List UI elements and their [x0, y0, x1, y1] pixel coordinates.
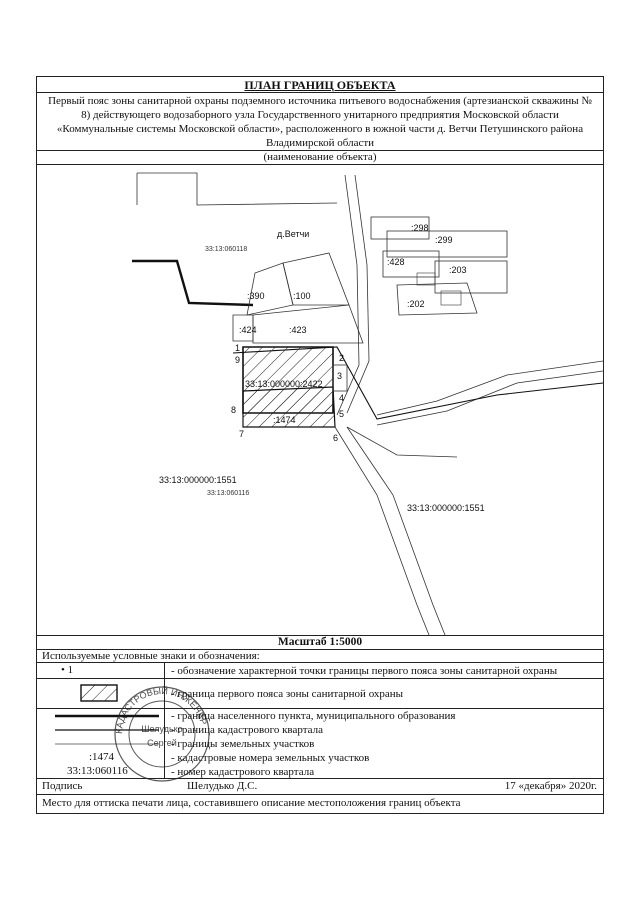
- legend-text-point: - обозначение характерной точки границы …: [171, 664, 558, 677]
- parcel-100-label: :100: [293, 291, 311, 301]
- parcel-203-shape: [434, 260, 508, 294]
- legend-symbol-numbers: :1474: [37, 751, 165, 765]
- parcel-298-label: :298: [411, 223, 429, 233]
- road-upper-right-b: [376, 370, 604, 426]
- quarter-boundary-top: [137, 172, 338, 206]
- point-7: 7: [239, 429, 244, 439]
- scale-label: Масштаб 1:5000: [37, 635, 603, 650]
- parcel-424-label: :424: [239, 325, 257, 335]
- point-1: 1: [235, 343, 240, 353]
- road-lower-right: [346, 426, 458, 458]
- house-1: [416, 272, 436, 286]
- object-caption: (наименование объекта): [37, 151, 603, 165]
- legend-symbol-quarter: [37, 723, 165, 737]
- signature-row: Подпись Шелудько Д.С. 17 «декабря» 2020г…: [37, 779, 603, 795]
- thick-line-icon: [55, 714, 159, 718]
- parcel-428-label: :428: [387, 257, 405, 267]
- signature-name: Шелудько Д.С.: [187, 780, 258, 792]
- legend-symbol-zone: [37, 679, 165, 708]
- legend-quarter-number-sample: 33:13:060116: [67, 765, 128, 777]
- parcel-299-label: :299: [435, 235, 453, 245]
- quarter-label-top: 33:13:060118: [205, 246, 247, 253]
- road-edge-right: [346, 174, 370, 414]
- parcel-1551-right-label: 33:13:000000:1551: [407, 503, 485, 513]
- point-6: 6: [333, 433, 338, 443]
- parcel-1551-left-label: 33:13:000000:1551: [159, 475, 237, 485]
- legend-row-quarter-number: 33:13:060116 - номер кадастрового кварта…: [37, 765, 603, 779]
- legend-symbol-point: • 1: [37, 663, 165, 678]
- legend-point-marker: • 1: [61, 664, 74, 676]
- legend-text-quarter-number: - номер кадастрового квартала: [171, 765, 315, 778]
- legend-symbol-settlement: [37, 709, 165, 723]
- plan-sheet: ПЛАН ГРАНИЦ ОБЪЕКТА Первый пояс зоны сан…: [36, 76, 604, 814]
- legend-symbol-parcels: [37, 737, 165, 751]
- stamp-sub: Сергей: [147, 738, 177, 748]
- legend-text-parcels: - границы земельных участков: [171, 738, 315, 750]
- parcel-202-label: :202: [407, 299, 425, 309]
- parcel-1474-label: :1474: [273, 415, 296, 425]
- parcel-423-label: :423: [289, 325, 307, 335]
- legend-row-settlement: - граница населенного пункта, муниципаль…: [37, 709, 603, 723]
- legend-text-zone: - граница первого пояса зоны санитарной …: [171, 687, 404, 700]
- signature-date: 17 «декабря» 2020г.: [504, 780, 597, 792]
- road-lower-b: [346, 426, 446, 636]
- parcel-203-label: :203: [449, 265, 467, 275]
- parcel-428-shape: [382, 250, 440, 278]
- road-lower-a: [334, 426, 430, 636]
- hatch-swatch-icon: [80, 684, 118, 702]
- settlement-boundary: [132, 259, 254, 307]
- signature-label: Подпись: [42, 780, 83, 792]
- house-2: [440, 290, 462, 306]
- road-edge-left: [336, 174, 360, 416]
- parcel-point3-box: [332, 364, 348, 392]
- parcel-390-label: :390: [247, 291, 265, 301]
- legend-symbol-quarter-number: 33:13:060116: [37, 765, 165, 778]
- road-upper-right-a: [376, 360, 604, 416]
- object-description: Первый пояс зоны санитарной охраны подзе…: [37, 93, 603, 151]
- point-3: 3: [337, 371, 342, 381]
- legend-text-quarter: - граница кадастрового квартала: [171, 724, 323, 736]
- page-title: ПЛАН ГРАНИЦ ОБЪЕКТА: [37, 77, 603, 93]
- legend-parcel-number-sample: :1474: [89, 751, 115, 763]
- hair-line-icon: [55, 743, 159, 745]
- point-5: 5: [339, 409, 344, 419]
- point-9: 9: [235, 355, 240, 365]
- seal-stamp-icon: КАДАСТРОВЫЙ ИНЖЕНЕР Шелудько Сергей: [114, 685, 210, 782]
- map-canvas: д.Ветчи 33:13:060118 33:13:060116 :298 :…: [132, 172, 604, 636]
- point-2: 2: [339, 353, 344, 363]
- point-4: 4: [339, 393, 344, 403]
- parcel-423-shape: [252, 304, 364, 344]
- thin-line-icon: [55, 729, 159, 731]
- point-8: 8: [231, 405, 236, 415]
- legend-text-settlement: - граница населенного пункта, муниципаль…: [171, 710, 456, 722]
- boundary-map: д.Ветчи 33:13:060118 33:13:060116 :298 :…: [37, 165, 604, 636]
- legend-text-numbers: - кадастровые номера земельных участков: [171, 752, 370, 764]
- parcel-299-shape: [386, 230, 508, 258]
- quarter-label-mid: 33:13:060116: [207, 490, 249, 497]
- parcel-202-shape: [396, 282, 478, 316]
- village-label: д.Ветчи: [277, 229, 309, 239]
- legend-row-point: • 1 - обозначение характерной точки гран…: [37, 663, 603, 679]
- legend-caption: Используемые условные знаки и обозначени…: [37, 650, 603, 663]
- parcel-390-shape: [246, 262, 294, 316]
- parcel-298-shape: [370, 216, 430, 240]
- stamp-name: Шелудько: [141, 724, 182, 734]
- legend-row-zone: - граница первого пояса зоны санитарной …: [37, 679, 603, 709]
- stamp-place: Место для оттиска печати лица, составивш…: [42, 797, 461, 809]
- parcel-2422-label: 33:13:000000:2422: [245, 379, 323, 389]
- legend-row-numbers: :1474 - кадастровые номера земельных уча…: [37, 751, 603, 765]
